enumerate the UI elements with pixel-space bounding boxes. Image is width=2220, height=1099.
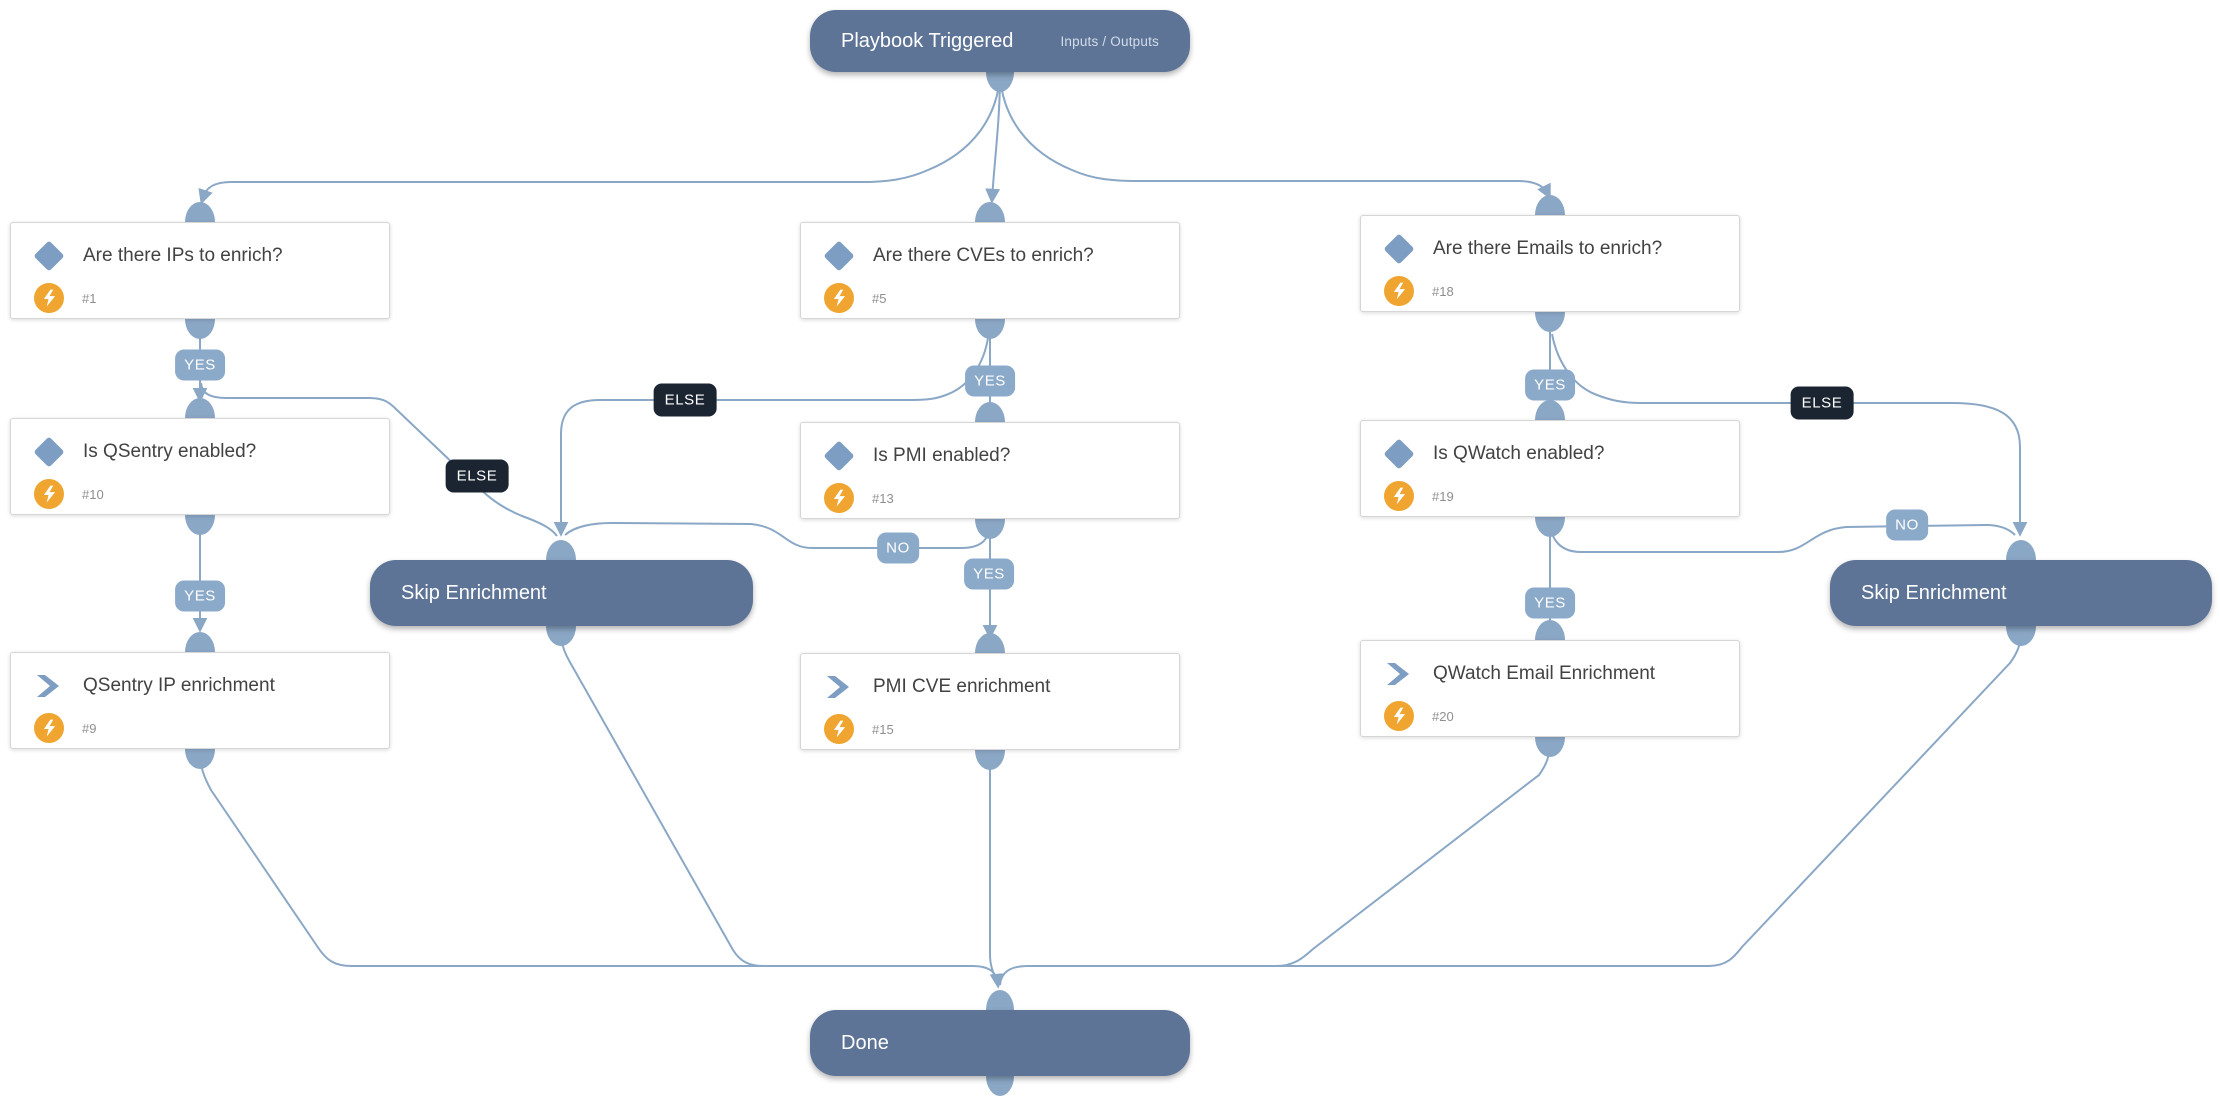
task-title: Are there CVEs to enrich? [873, 245, 1094, 266]
edge-label-yes: YES [175, 349, 225, 381]
skip-enrichment-title: Skip Enrichment [401, 581, 547, 604]
task-id: #5 [872, 291, 887, 306]
condition-icon [33, 240, 65, 272]
condition-node-qwatch[interactable]: Is QWatch enabled? #19 [1360, 420, 1740, 517]
condition-icon [1383, 438, 1415, 470]
playbook-trigger-title: Playbook Triggered [841, 29, 1014, 52]
task-id: #18 [1432, 284, 1454, 299]
task-node-pmi-cve[interactable]: PMI CVE enrichment #15 [800, 653, 1180, 750]
condition-node-ips[interactable]: Are there IPs to enrich? #1 [10, 222, 390, 319]
task-id: #1 [82, 291, 97, 306]
edge-label-yes: YES [965, 365, 1015, 397]
edge-label-yes: YES [1525, 587, 1575, 619]
task-title: QSentry IP enrichment [83, 675, 275, 696]
edge-label-yes: YES [964, 558, 1014, 590]
condition-icon [823, 240, 855, 272]
automation-bolt-icon [824, 714, 854, 744]
task-id: #15 [872, 722, 894, 737]
condition-node-cves[interactable]: Are there CVEs to enrich? #5 [800, 222, 1180, 319]
skip-enrichment-right-node[interactable]: Skip Enrichment [1830, 560, 2212, 626]
task-title: Are there Emails to enrich? [1433, 238, 1663, 259]
condition-node-emails[interactable]: Are there Emails to enrich? #18 [1360, 215, 1740, 312]
task-id: #13 [872, 491, 894, 506]
condition-icon [823, 440, 855, 472]
done-title: Done [841, 1031, 889, 1054]
task-title: Is QSentry enabled? [83, 441, 257, 462]
task-node-qwatch-email[interactable]: QWatch Email Enrichment #20 [1360, 640, 1740, 737]
condition-node-qsentry[interactable]: Is QSentry enabled? #10 [10, 418, 390, 515]
task-title: Is QWatch enabled? [1433, 443, 1605, 464]
condition-icon [1383, 233, 1415, 265]
automation-bolt-icon [34, 479, 64, 509]
automation-bolt-icon [34, 713, 64, 743]
task-title: PMI CVE enrichment [873, 676, 1051, 697]
subtask-chevron-icon [827, 676, 849, 698]
done-node[interactable]: Done [810, 1010, 1190, 1076]
automation-bolt-icon [1384, 481, 1414, 511]
task-id: #20 [1432, 709, 1454, 724]
edge-label-no: NO [1886, 509, 1928, 541]
task-title: QWatch Email Enrichment [1433, 663, 1656, 684]
automation-bolt-icon [824, 483, 854, 513]
automation-bolt-icon [34, 283, 64, 313]
playbook-trigger-node[interactable]: Playbook Triggered Inputs / Outputs [810, 10, 1190, 72]
automation-bolt-icon [1384, 276, 1414, 306]
task-title: Is PMI enabled? [873, 445, 1011, 466]
subtask-chevron-icon [1387, 663, 1409, 685]
inputs-outputs-link[interactable]: Inputs / Outputs [1060, 33, 1159, 49]
edge-label-else: ELSE [1790, 386, 1854, 420]
edge-label-yes: YES [1525, 369, 1575, 401]
edge-label-else: ELSE [445, 459, 509, 493]
automation-bolt-icon [824, 283, 854, 313]
task-id: #10 [82, 487, 104, 502]
task-id: #9 [82, 721, 97, 736]
task-id: #19 [1432, 489, 1454, 504]
skip-enrichment-left-node[interactable]: Skip Enrichment [370, 560, 753, 626]
automation-bolt-icon [1384, 701, 1414, 731]
edge-label-else: ELSE [653, 383, 717, 417]
condition-icon [33, 436, 65, 468]
task-node-qsentry-ip[interactable]: QSentry IP enrichment #9 [10, 652, 390, 749]
subtask-chevron-icon [37, 675, 59, 697]
edge-label-no: NO [877, 532, 919, 564]
edge-label-yes: YES [175, 580, 225, 612]
skip-enrichment-title: Skip Enrichment [1861, 581, 2007, 604]
condition-node-pmi[interactable]: Is PMI enabled? #13 [800, 422, 1180, 519]
task-title: Are there IPs to enrich? [83, 245, 283, 266]
